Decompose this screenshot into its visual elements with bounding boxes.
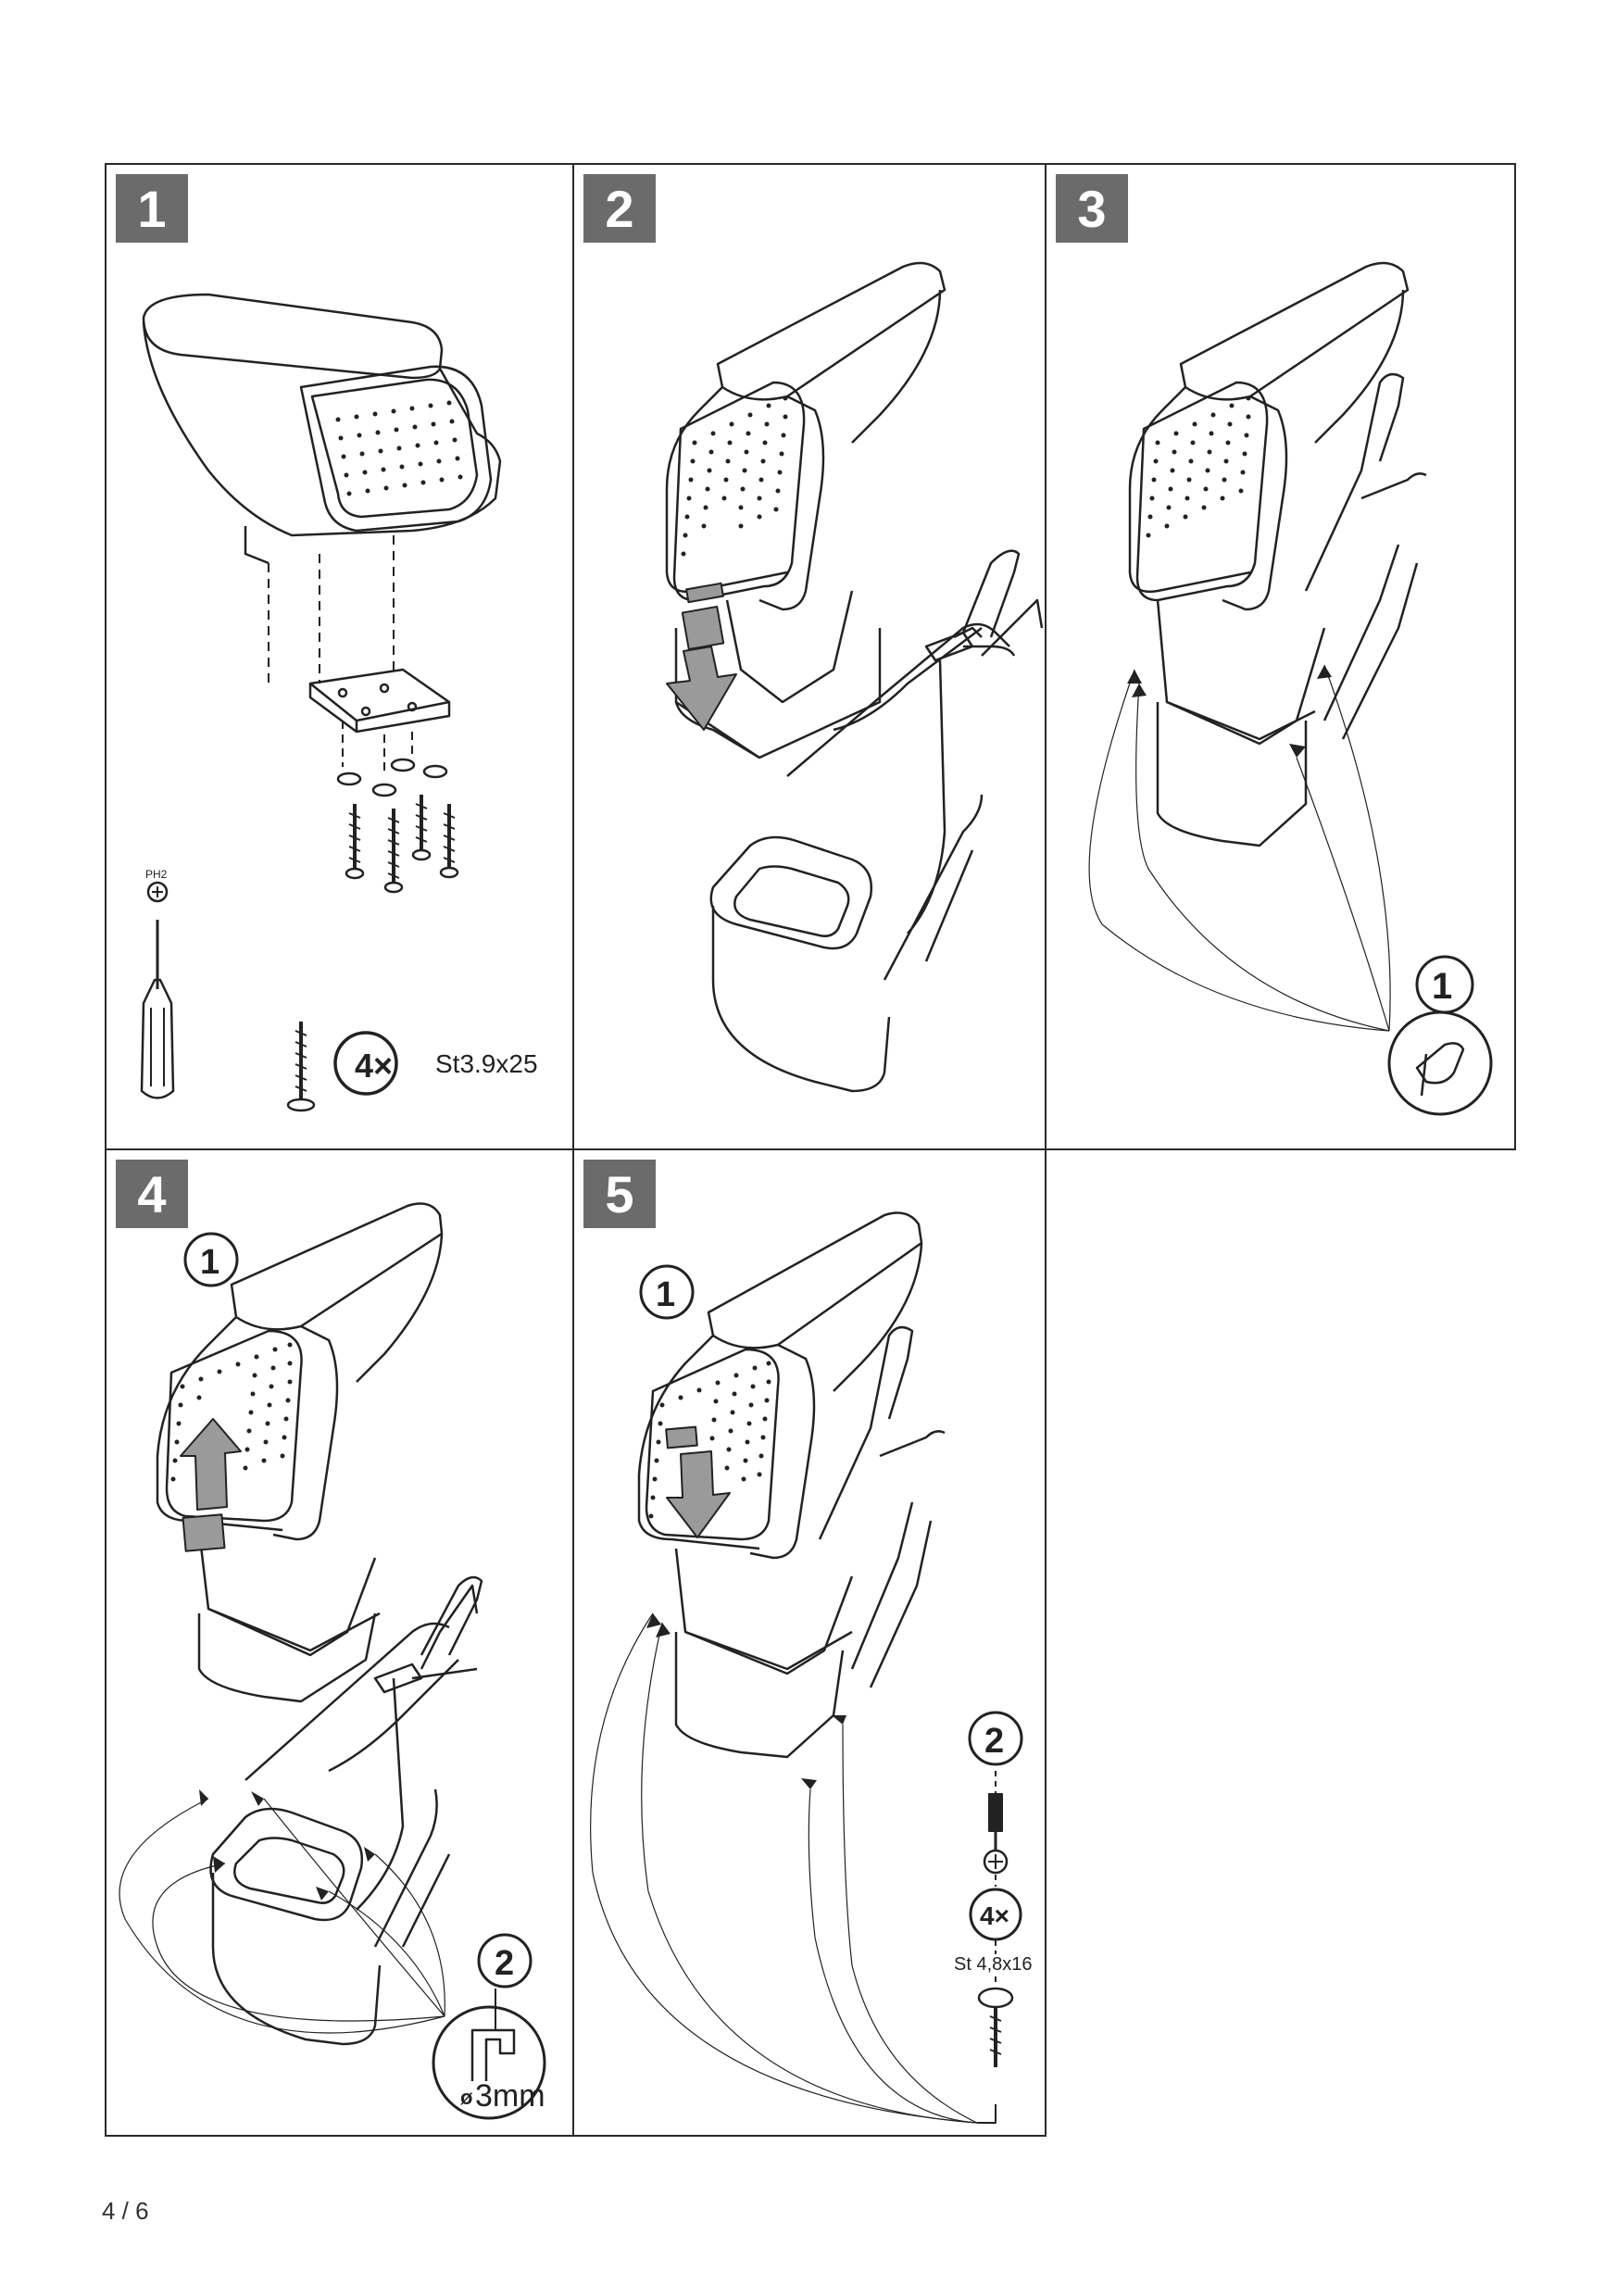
step-2-dot-pattern bbox=[681, 395, 788, 557]
step-5-panel: 5 bbox=[572, 1148, 1047, 2137]
drill-size-label: 3mm bbox=[475, 2078, 545, 2114]
up-arrow-icon bbox=[180, 1418, 242, 1511]
step-4-illustration: 1 2 ø 3mm bbox=[119, 1202, 546, 2120]
step-3-badge: 3 bbox=[1056, 174, 1128, 243]
step-3-dot-pattern bbox=[1146, 395, 1251, 538]
screwdriver-icon bbox=[988, 1793, 1003, 1832]
step-3-callout-1: 1 bbox=[1432, 966, 1452, 1007]
down-arrow-icon bbox=[666, 1450, 731, 1538]
step-4-callout-1: 1 bbox=[200, 1243, 219, 1282]
step-4-callout-2: 2 bbox=[495, 1944, 514, 1983]
step-1-badge: 1 bbox=[116, 174, 188, 243]
hand-press-icon bbox=[1415, 1042, 1465, 1085]
screw-spec-label: St3.9x25 bbox=[435, 1049, 538, 1078]
step-5-dot-pattern bbox=[648, 1361, 771, 1519]
step-1-dot-pattern bbox=[335, 400, 463, 496]
step-3-markers bbox=[1127, 665, 1332, 758]
screw-count-label: 4× bbox=[355, 1047, 393, 1085]
step-5-screw-spec: St 4,8x16 bbox=[954, 1954, 1033, 1975]
drill-profile-icon bbox=[470, 2028, 516, 2081]
step-3-illustration: 1 bbox=[1088, 261, 1493, 1116]
down-arrow-icon bbox=[666, 646, 737, 731]
step-4-panel: 4 bbox=[105, 1148, 574, 2137]
step-5-callout-1: 1 bbox=[656, 1275, 675, 1314]
step-4-dot-pattern bbox=[170, 1342, 293, 1482]
step-5-illustration: 1 2 4× St 4,8x16 bbox=[590, 1211, 1033, 2124]
page-number: 4 / 6 bbox=[102, 2197, 149, 2225]
step-4-markers bbox=[199, 1789, 375, 1901]
diameter-symbol: ø bbox=[460, 2086, 473, 2109]
step-1-illustration: PH2 4× St3.9x25 bbox=[140, 293, 538, 1112]
step-2-badge: 2 bbox=[583, 174, 656, 243]
step-2-illustration bbox=[665, 261, 1044, 1093]
step-1-panel: 1 bbox=[105, 163, 574, 1150]
step-3-panel: 3 bbox=[1045, 163, 1516, 1150]
tool-label: PH2 bbox=[145, 868, 168, 881]
step-2-panel: 2 bbox=[572, 163, 1047, 1150]
step-5-markers bbox=[646, 1613, 846, 1789]
step-5-screw-count: 4× bbox=[980, 1901, 1009, 1930]
step-5-callout-2: 2 bbox=[984, 1722, 1004, 1761]
step-4-badge: 4 bbox=[116, 1160, 188, 1228]
step-5-badge: 5 bbox=[583, 1160, 656, 1228]
